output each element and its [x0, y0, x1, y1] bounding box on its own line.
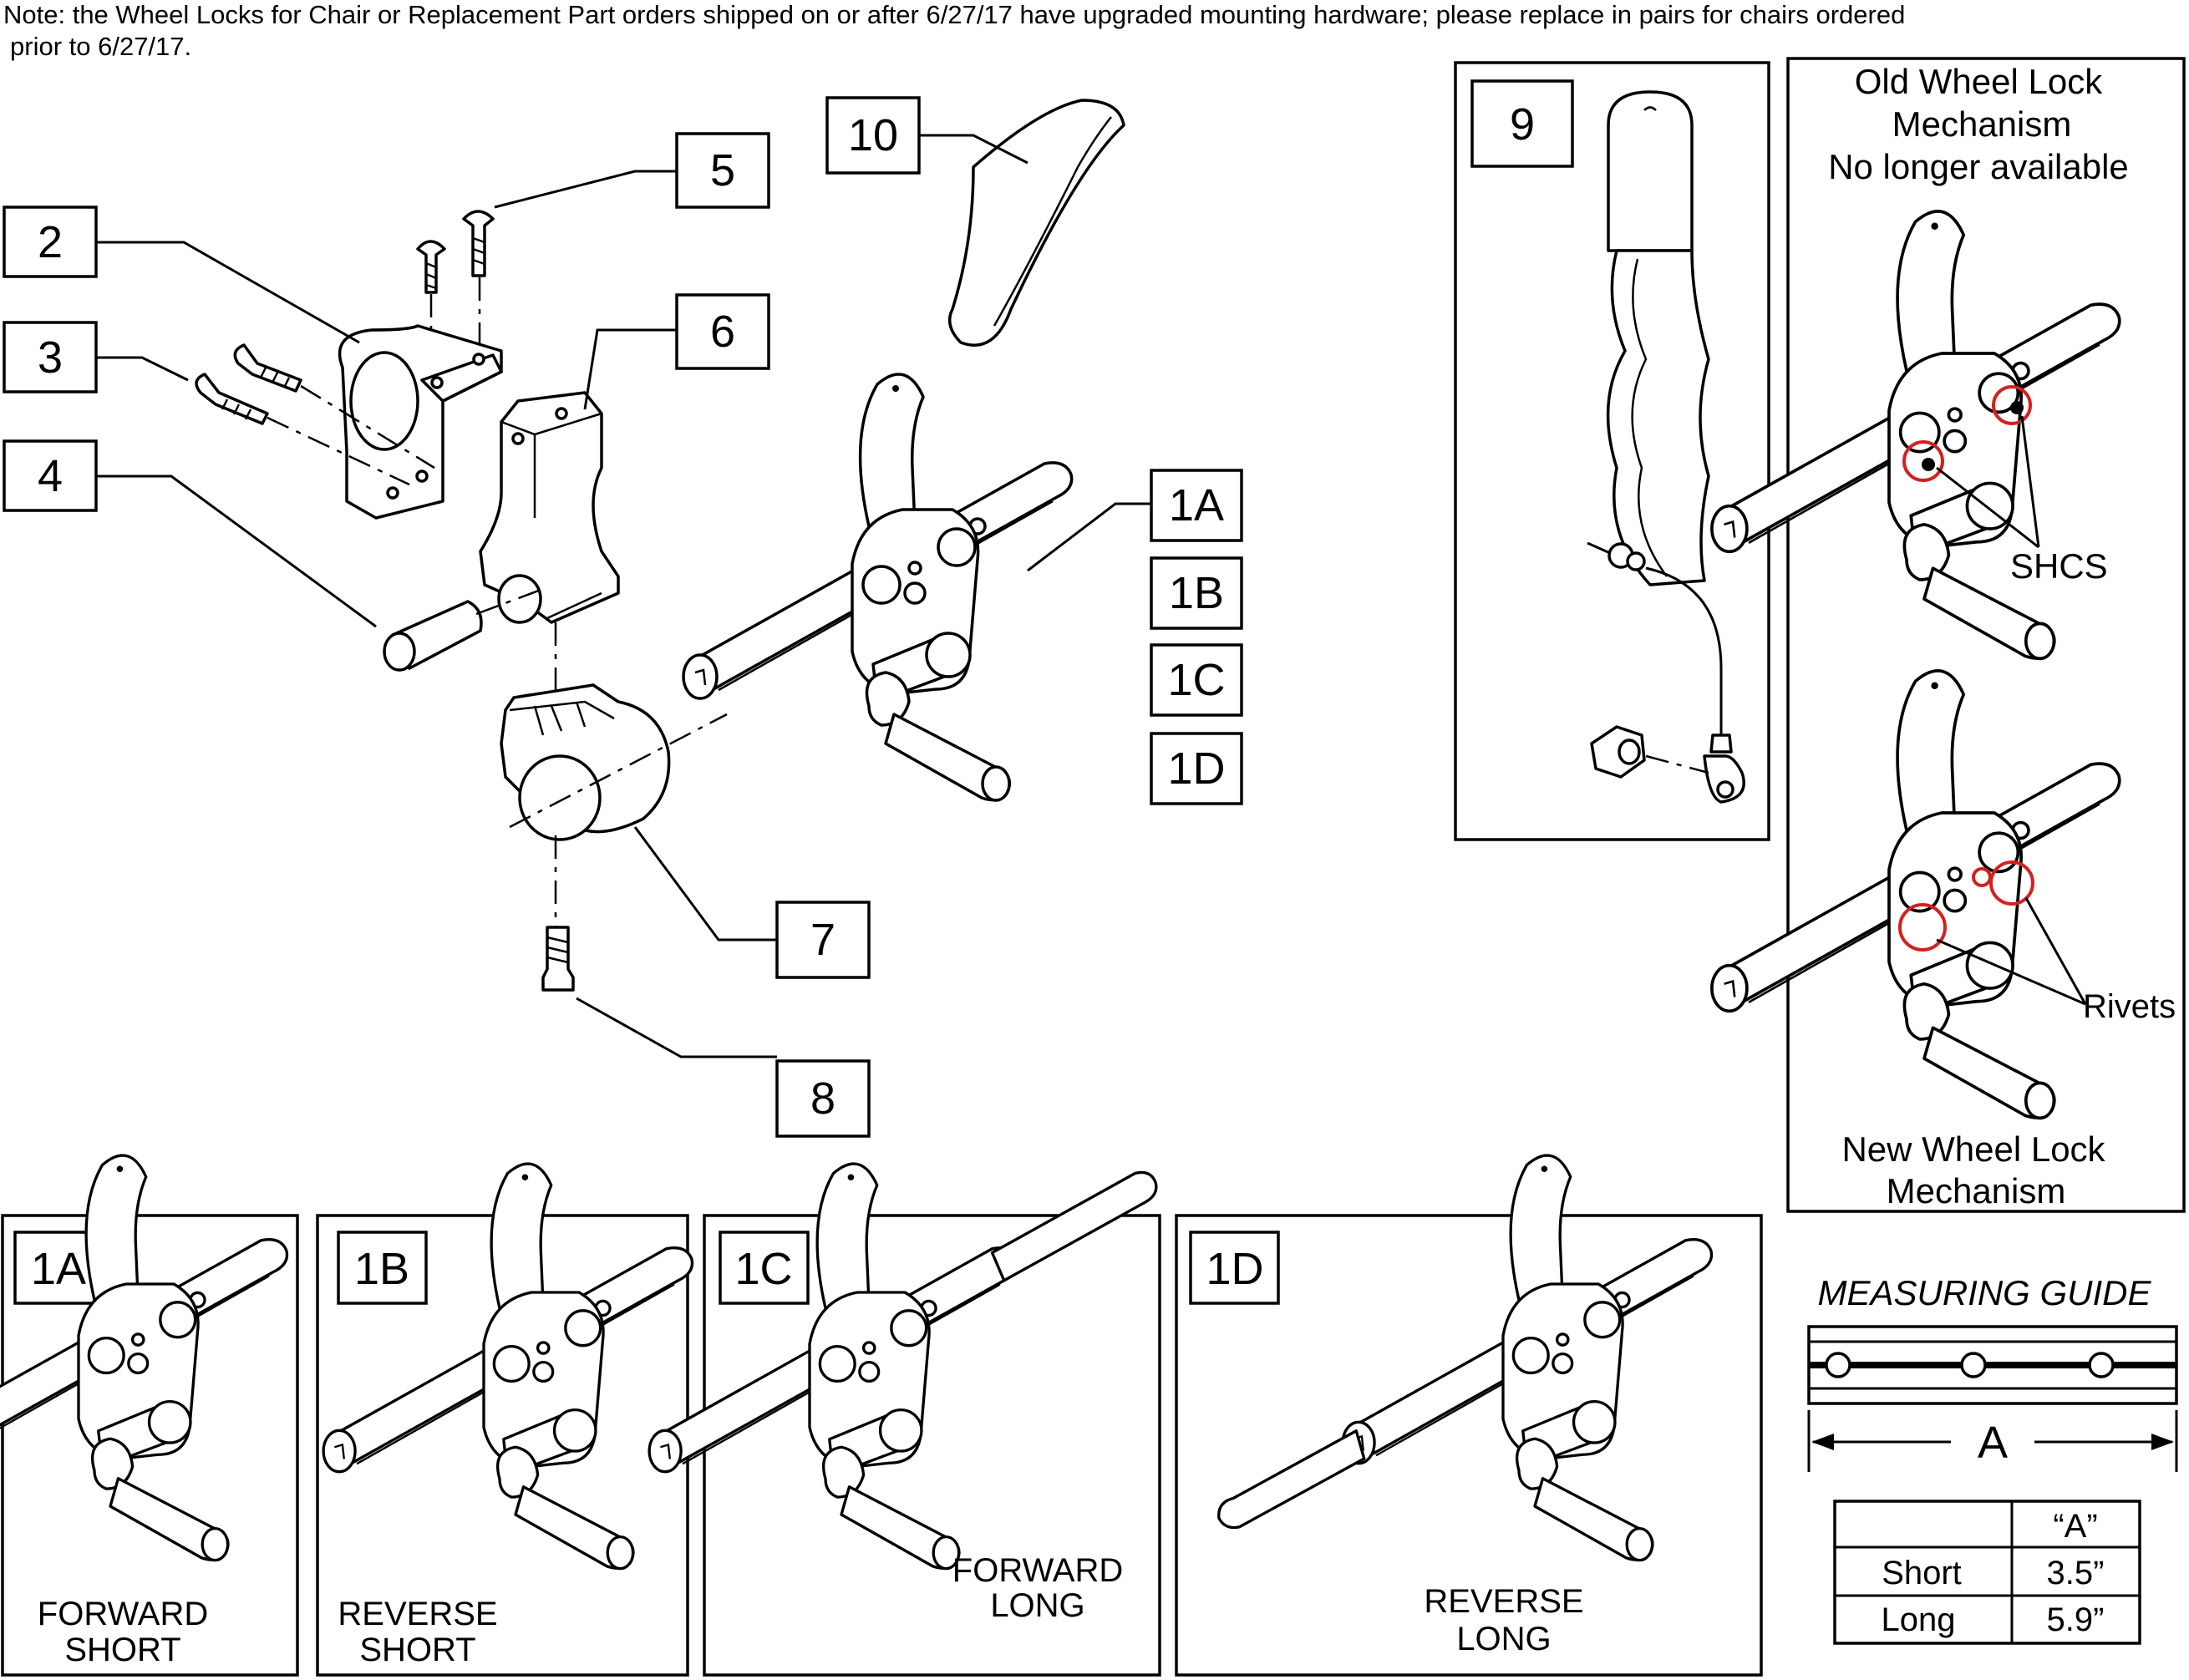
measuring-guide: MEASURING GUIDE A “A” Short 3.5” Long 5.… [1807, 1273, 2178, 1645]
svg-text:7: 7 [810, 915, 835, 965]
variant-1d-line-1: REVERSE [1424, 1583, 1583, 1620]
svg-text:1A: 1A [1169, 480, 1224, 530]
callout-3: 3 [3, 321, 98, 393]
variant-1b-line-2: SHORT [359, 1632, 475, 1668]
part-1-mechanism [682, 373, 1074, 802]
callout-5: 5 [675, 132, 770, 209]
old-mechanism-title-3: No longer available [1828, 147, 2129, 186]
svg-text:1C: 1C [734, 1244, 792, 1294]
svg-text:1B: 1B [354, 1244, 409, 1294]
part-8-screw [541, 926, 575, 992]
measuring-guide-title: MEASURING GUIDE [1817, 1273, 2151, 1312]
variant-1a-line-1: FORWARD [38, 1596, 208, 1632]
svg-text:1D: 1D [1167, 744, 1225, 794]
variant-1a-line-2: SHORT [64, 1632, 180, 1668]
callout-1a: 1A [1150, 469, 1243, 542]
part-2-clamp [338, 324, 503, 520]
variant-1b-line-1: REVERSE [338, 1596, 497, 1632]
leader-lines [96, 134, 1151, 1058]
svg-text:4: 4 [38, 451, 63, 501]
svg-text:1D: 1D [1206, 1244, 1263, 1294]
old-shcs-highlight-lower [1902, 440, 1944, 482]
measuring-table: “A” Short 3.5” Long 5.9” [1833, 1500, 2141, 1645]
variant-panel-1c: 1C FORWARD LONG [648, 1162, 1161, 1677]
shcs-label: SHCS [2010, 546, 2108, 586]
variant-panel-1d: 1D REVERSE LONG [1175, 1154, 1763, 1677]
callout-1b: 1B [1150, 556, 1243, 630]
part-10-grip [947, 99, 1125, 347]
part-4-pin [383, 587, 544, 672]
new-rivet-highlight-lower [1898, 903, 1947, 952]
new-mechanism-title-1: New Wheel Lock [1841, 1129, 2105, 1169]
note-line-1: Note: the Wheel Locks for Chair or Repla… [3, 0, 1905, 29]
variant-1c-line-2: LONG [990, 1587, 1084, 1624]
table-row-short-label: Short [1882, 1555, 1962, 1591]
panel-9: 9 [1454, 61, 1770, 841]
part-7-clamp [500, 683, 728, 927]
callout-8: 8 [775, 1059, 871, 1138]
dimension-a-label: A [1978, 1418, 2008, 1468]
old-shcs-highlight-upper [1992, 385, 2032, 425]
table-header-a: “A” [2053, 1508, 2097, 1545]
svg-text:8: 8 [810, 1073, 835, 1124]
svg-text:1B: 1B [1169, 568, 1224, 618]
callout-10: 10 [825, 96, 921, 175]
new-rivet-highlight-upper [1989, 860, 2034, 906]
svg-text:9: 9 [1510, 99, 1535, 150]
svg-text:1A: 1A [31, 1244, 86, 1294]
variant-panel-1a: 1A FORWARD SHORT [0, 1154, 299, 1677]
part-3-screws [195, 343, 435, 486]
variant-panel-1b: 1B REVERSE SHORT [316, 1162, 694, 1677]
table-row-short-value: 3.5” [2047, 1555, 2105, 1591]
part-6-block [479, 391, 620, 624]
old-mechanism-title-2: Mechanism [1892, 104, 2072, 144]
callout-7: 7 [775, 901, 871, 979]
variant-1d-line-2: LONG [1456, 1621, 1551, 1657]
callout-6: 6 [675, 293, 770, 370]
variant-1c-line-1: FORWARD [952, 1552, 1123, 1589]
svg-text:2: 2 [38, 217, 63, 267]
rivets-label: Rivets [2083, 988, 2176, 1025]
callout-2: 2 [3, 206, 98, 278]
svg-text:5: 5 [710, 145, 735, 195]
note-line-2: prior to 6/27/17. [10, 32, 191, 61]
callout-1c: 1C [1150, 643, 1243, 717]
callout-1d: 1D [1150, 732, 1243, 805]
new-mechanism-title-2: Mechanism [1887, 1171, 2066, 1211]
table-row-long-label: Long [1882, 1601, 1956, 1638]
svg-text:3: 3 [38, 332, 63, 383]
callout-4: 4 [3, 439, 98, 512]
part-9-cable [1587, 90, 1745, 804]
svg-text:1C: 1C [1167, 655, 1225, 705]
part-5-screws [416, 210, 495, 376]
svg-text:10: 10 [848, 110, 898, 160]
table-row-long-value: 5.9” [2047, 1601, 2105, 1638]
mechanism-comparison-panel: Old Wheel Lock Mechanism No longer avail… [1710, 57, 2186, 1213]
exploded-assembly [195, 99, 1125, 992]
new-rivet-highlight-small [1972, 867, 1992, 887]
svg-text:6: 6 [710, 307, 735, 357]
old-mechanism-title-1: Old Wheel Lock [1855, 62, 2103, 101]
